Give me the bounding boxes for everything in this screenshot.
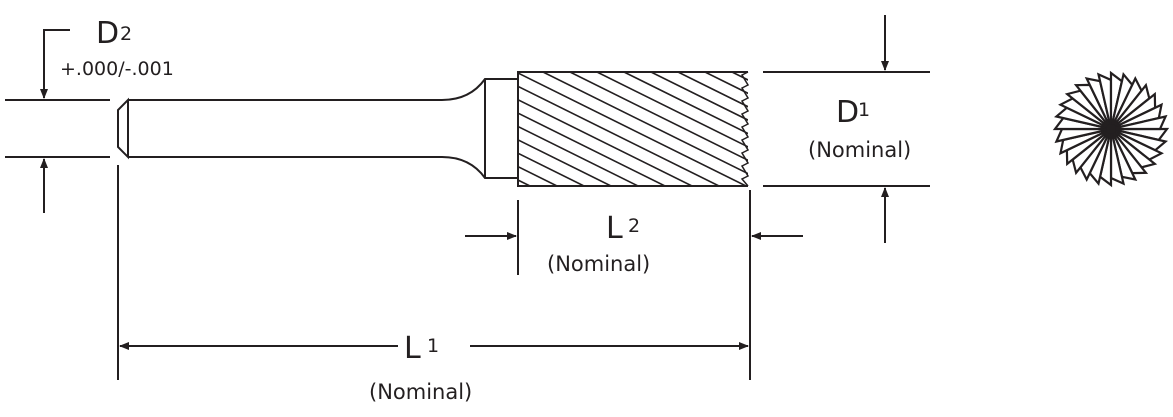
flute-line [650,72,748,121]
d1-dimension: D 1 (Nominal) [763,15,930,243]
l1-label: L [404,331,421,366]
flute-line [518,179,531,186]
d1-note: (Nominal) [808,138,911,162]
flute-line [569,72,748,162]
flute-line [623,72,748,135]
shank-bottom [128,156,518,179]
l2-dimension: L 2 (Nominal) [465,200,803,276]
d2-subscript: 2 [120,23,132,45]
flute-line [518,152,585,186]
l2-label: L [606,211,623,246]
l1-dimension: L 1 (Nominal) [117,165,751,404]
flute-line [542,72,748,175]
end-view-tooth [1110,114,1168,131]
flute-line [518,98,693,186]
flute-line [677,72,748,108]
cutting-flutes [518,72,989,186]
cutting-head [517,71,748,187]
flute-line [518,85,720,186]
d2-tolerance: +.000/-.001 [60,58,174,80]
head-teeth-edge [740,71,750,187]
l2-subscript: 2 [628,215,640,237]
d2-label: D [96,16,119,51]
flute-line [518,72,747,186]
shank-chamfer [117,97,129,160]
flute-line [596,72,748,148]
flute-line [759,72,989,186]
burr-tool [117,71,989,187]
l1-subscript: 1 [427,335,439,357]
flute-line [518,139,612,186]
shank-top [128,78,518,101]
d1-label: D [836,95,859,130]
d2-dimension: D 2 +.000/-.001 [5,16,174,213]
l1-note: (Nominal) [369,380,472,404]
flute-line [518,112,666,186]
end-view-center [1106,124,1116,134]
l2-note: (Nominal) [547,252,650,276]
end-view-icon [1052,70,1170,188]
d2-top-arrow [40,29,70,99]
d1-subscript: 1 [858,99,870,121]
flute-line [518,125,639,186]
